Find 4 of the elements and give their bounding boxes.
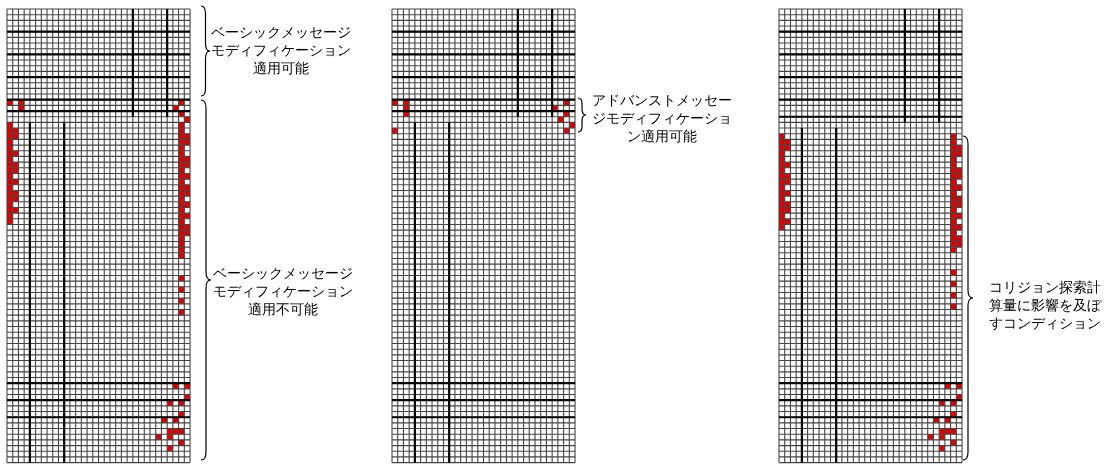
annotation-text: ベーシックメッセージモディフィケーション適用不可能 (212, 263, 354, 319)
annotation-text: ベーシックメッセージモディフィケーション適用可能 (210, 22, 352, 78)
annotation-text: コリジョン探索計算量に影響を及ぼすコンディション (989, 277, 1101, 333)
annotation-text: アドバンストメッセージモディフィケーション適用可能 (591, 90, 733, 146)
